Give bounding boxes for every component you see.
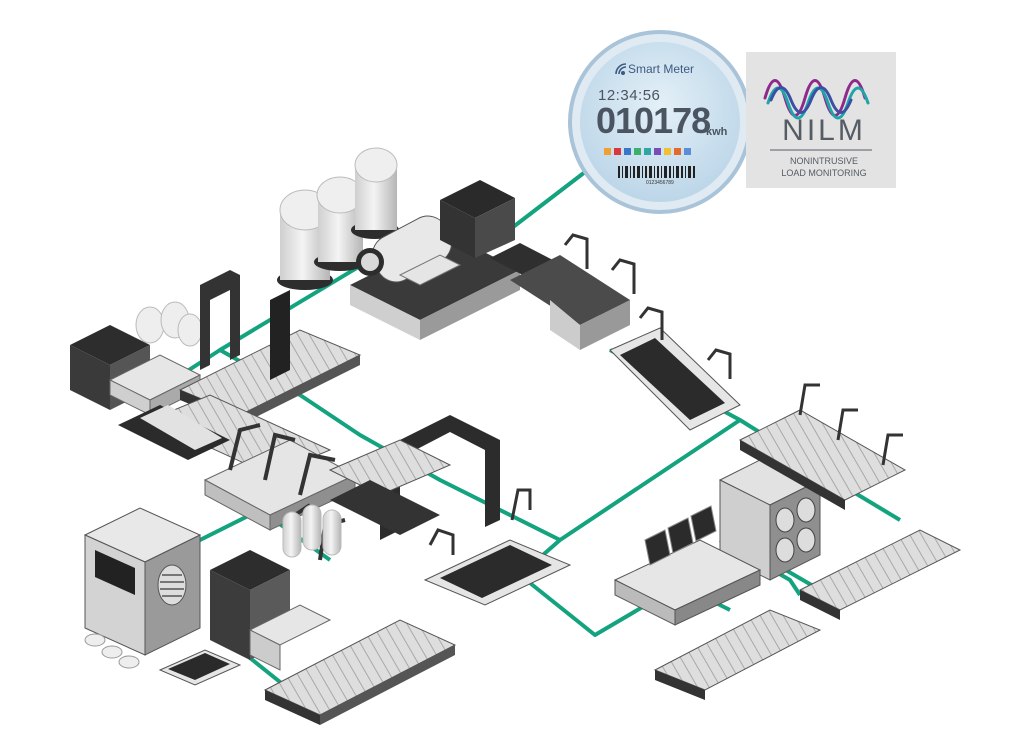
meter-unit: kwh xyxy=(706,126,728,138)
conveyor-bottom-right xyxy=(653,609,822,700)
packing-machine xyxy=(158,504,342,686)
conveyor-bottom xyxy=(263,619,457,725)
control-desk xyxy=(613,505,762,626)
server-cabinets xyxy=(718,454,822,581)
robot-arms-top xyxy=(563,233,732,379)
meter-time: 12:34:56 xyxy=(598,87,661,104)
left-mixer-machine xyxy=(70,301,203,416)
meter-barcode xyxy=(618,166,695,178)
conveyor-upper-right xyxy=(490,243,741,431)
nilm-subtitle-line1: NONINTRUSIVE xyxy=(789,156,858,166)
meter-brand-label: Smart Meter xyxy=(628,62,695,76)
conveyor-right-upper xyxy=(738,383,907,510)
inspection-tray xyxy=(423,488,572,606)
cooling-unit xyxy=(83,507,202,669)
gate-arch-center xyxy=(328,415,500,540)
wifi-icon xyxy=(615,63,627,76)
meter-reading: 010178 xyxy=(596,100,711,141)
nilm-logo xyxy=(746,52,896,188)
nilm-subtitle-line2: LOAD MONITORING xyxy=(781,168,867,178)
nilm-wave-icon xyxy=(763,79,870,120)
nilm-title: NILM xyxy=(782,114,866,147)
smart-meter xyxy=(568,30,752,214)
meter-status-icons xyxy=(604,148,691,155)
meter-serial: 0123456789 xyxy=(646,180,674,186)
conveyor-right-lower xyxy=(798,529,962,620)
glass-tanks-large xyxy=(277,147,399,290)
drum-processing-machine xyxy=(350,180,520,340)
